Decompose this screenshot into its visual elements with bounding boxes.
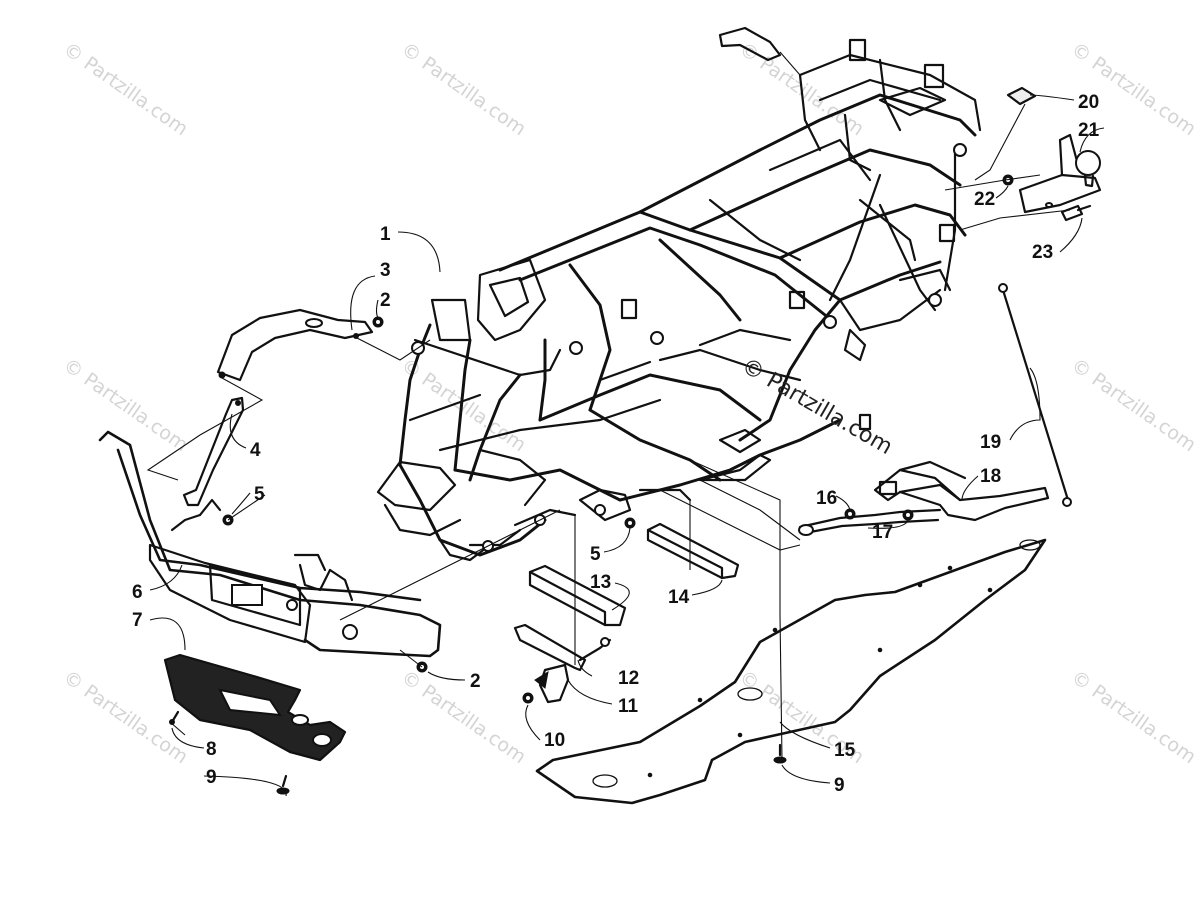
watermark-text: © Partzilla.com	[1067, 354, 1200, 456]
front-bumper	[98, 430, 442, 658]
front-strut	[182, 396, 245, 507]
fastener-9-right	[773, 743, 787, 764]
watermark-text: © Partzilla.com	[397, 38, 530, 140]
watermark-text: © Partzilla.com	[397, 354, 530, 456]
rear-brace-rod	[798, 508, 942, 536]
callout-10: 10	[544, 730, 565, 751]
center-watermark: © Partzilla.com	[737, 354, 897, 461]
callout-2: 2	[380, 290, 391, 311]
callout-8: 8	[206, 739, 217, 760]
watermark-text: © Partzilla.com	[59, 38, 192, 140]
top-clip	[718, 26, 782, 62]
callout-2: 2	[470, 671, 481, 692]
bolt-17	[902, 509, 914, 521]
watermark-text: © Partzilla.com	[1067, 666, 1200, 768]
assembly-lines	[146, 51, 1071, 761]
callout-7: 7	[132, 610, 143, 631]
callout-18: 18	[980, 466, 1001, 487]
bolt-23	[1060, 204, 1092, 222]
callout-labels: 1 3 2 4 5 6 7 2 8 9 5 13 14 12 11 10 15 …	[132, 92, 1100, 796]
callout-5: 5	[254, 484, 265, 505]
bolt-2-upper	[372, 316, 384, 328]
callout-9: 9	[834, 775, 845, 796]
callout-19: 19	[980, 432, 1001, 453]
bolt-10	[522, 692, 534, 704]
callout-21: 21	[1078, 120, 1100, 141]
main-frame	[376, 38, 982, 562]
support-rod	[998, 283, 1072, 507]
callout-17: 17	[872, 522, 893, 543]
front-guard	[163, 653, 347, 762]
callout-4: 4	[250, 440, 261, 461]
bolt-5-center	[624, 517, 636, 529]
foam-block-left	[528, 564, 627, 627]
callout-6: 6	[132, 582, 143, 603]
callout-23: 23	[1032, 242, 1053, 263]
callout-20: 20	[1078, 92, 1099, 113]
callout-22: 22	[974, 189, 995, 210]
callout-3: 3	[380, 260, 391, 281]
callout-9: 9	[206, 767, 217, 788]
callout-1: 1	[380, 224, 391, 245]
foam-block-right	[646, 522, 740, 580]
callout-12: 12	[618, 668, 639, 689]
rear-mount-bracket	[873, 460, 1050, 522]
callout-15: 15	[834, 740, 856, 761]
bolt-16	[844, 508, 856, 520]
hitch-ball	[1018, 133, 1102, 214]
callout-13: 13	[590, 572, 611, 593]
callout-16: 16	[816, 488, 837, 509]
hitch-plate	[1006, 86, 1037, 106]
hitch-bracket	[513, 623, 612, 704]
callout-5: 5	[590, 544, 601, 565]
front-upper-bracket	[216, 308, 374, 382]
callout-14: 14	[668, 587, 690, 608]
fastener-9-left	[276, 774, 290, 795]
callout-leaders	[149, 94, 1105, 797]
callout-11: 11	[618, 696, 639, 717]
skid-plate	[535, 538, 1047, 805]
watermark-text: © Partzilla.com	[397, 666, 530, 768]
